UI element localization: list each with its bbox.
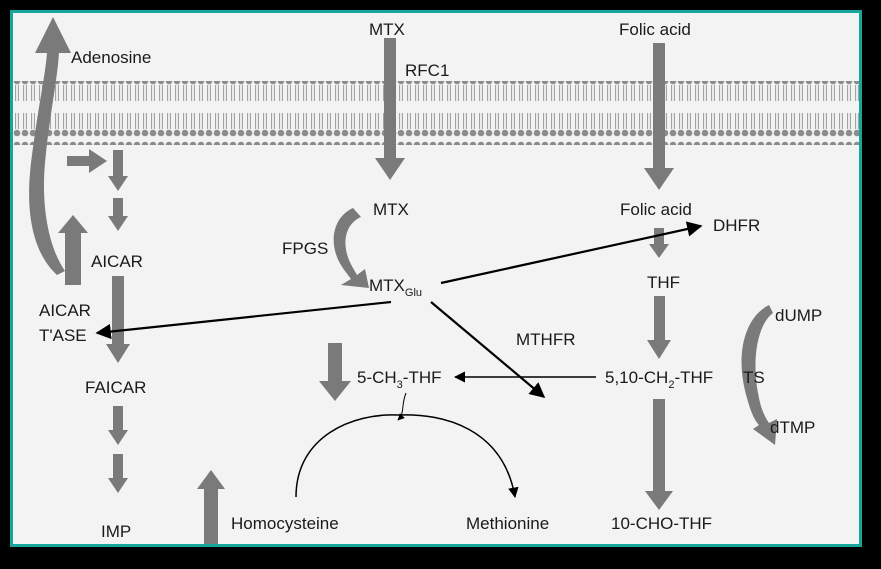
ch3-thf-label: 5-CH3-THF — [357, 368, 442, 391]
mtx-glu-main-text: MTX — [369, 276, 405, 295]
mthfr-label: MTHFR — [516, 330, 575, 349]
ch2-thf-label: 5,10-CH2-THF — [605, 368, 713, 391]
methionine-cycle-arc — [295, 414, 519, 499]
folic-acid-uptake-arrow — [644, 43, 674, 190]
aicar-increase-arrow — [58, 215, 88, 285]
adenosine-label: Adenosine — [71, 48, 151, 67]
purine-step1-arrow — [108, 150, 128, 191]
methionine-label: Methionine — [466, 514, 549, 533]
rfc1-label: RFC1 — [405, 61, 449, 80]
ch2-thf-subscript: 2 — [668, 379, 674, 391]
ts-label: TS — [743, 368, 765, 387]
ch2-thf-suffix: -THF — [674, 368, 713, 387]
folic-to-thf-arrow — [649, 228, 669, 258]
ch3-thf-suffix: -THF — [403, 368, 442, 387]
faicar-to-imp-arrow-1 — [108, 406, 128, 445]
mtx-glu-label: MTXGlu — [369, 276, 422, 299]
purine-step2-arrow — [108, 198, 128, 231]
faicar-label: FAICAR — [85, 378, 146, 397]
dump-label: dUMP — [775, 306, 822, 325]
ch2-thf-main: 5,10-CH — [605, 368, 668, 387]
cho-thf-label: 10-CHO-THF — [611, 514, 712, 533]
ts-curved-arrow — [741, 305, 777, 445]
thf-to-ch2thf-arrow — [647, 296, 671, 359]
ch3-thf-decrease-arrow — [319, 343, 351, 401]
ch3-thf-main: 5-CH — [357, 368, 397, 387]
diagram-frame: Adenosine MTX RFC1 Folic acid MTX Folic … — [10, 10, 862, 547]
adenosine-release-arrow — [29, 17, 72, 275]
fpgs-curved-arrow — [333, 208, 369, 288]
imp-label: IMP — [101, 522, 131, 541]
aicar-tase-label-line2: T'ASE — [39, 326, 87, 345]
purine-inlet-arrow — [67, 149, 107, 173]
ch2thf-to-chothf-arrow — [645, 399, 673, 510]
dtmp-label: dTMP — [770, 418, 815, 437]
mtx-inhibits-mthfr-arrow — [430, 301, 546, 398]
mtx-inhibits-aicar-tase-arrow — [95, 300, 392, 340]
homocysteine-label: Homocysteine — [231, 514, 339, 533]
mtx-extracellular-label: MTX — [369, 20, 405, 39]
homocysteine-increase-arrow — [197, 470, 225, 544]
folic-acid-intracellular-label: Folic acid — [620, 200, 692, 219]
mtx-uptake-arrow — [375, 38, 405, 180]
aicar-to-faicar-arrow — [106, 276, 130, 363]
aicar-label: AICAR — [91, 252, 143, 271]
ch3-to-cycle-arrow — [397, 392, 407, 421]
ch3-thf-subscript: 3 — [397, 379, 403, 391]
thf-label: THF — [647, 273, 680, 292]
dhfr-label: DHFR — [713, 216, 760, 235]
aicar-tase-label-line1: AICAR — [39, 301, 91, 320]
folic-acid-extracellular-label: Folic acid — [619, 20, 691, 39]
mtx-glu-subscript: Glu — [405, 287, 422, 299]
mtx-pathway-diagram: Adenosine MTX RFC1 Folic acid MTX Folic … — [13, 17, 859, 544]
fpgs-label: FPGS — [282, 239, 328, 258]
faicar-to-imp-arrow-2 — [108, 454, 128, 493]
mtx-intracellular-label: MTX — [373, 200, 409, 219]
mtx-inhibits-dhfr-arrow — [440, 221, 703, 285]
cell-membrane — [13, 81, 859, 145]
